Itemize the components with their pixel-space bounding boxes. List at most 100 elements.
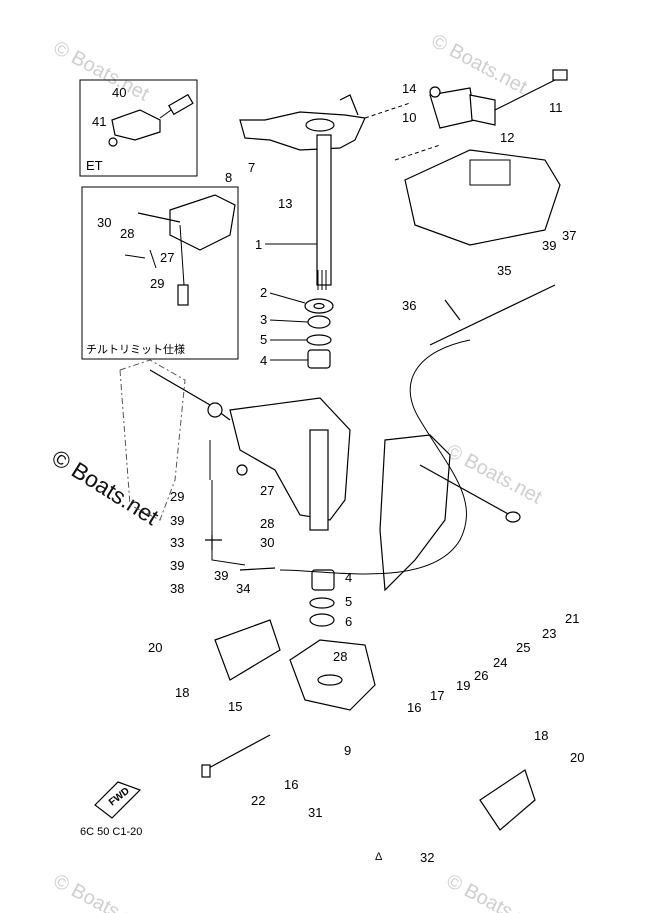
footer-mark: Δ bbox=[375, 851, 383, 863]
callout-28: 28 bbox=[120, 226, 134, 241]
bolt-14 bbox=[429, 86, 441, 98]
callout-18b: 18 bbox=[534, 728, 548, 743]
arm-dash-2 bbox=[394, 144, 441, 161]
watermark-top-left: © Boats.net bbox=[50, 37, 153, 106]
fwd-arrow-shape bbox=[94, 781, 142, 819]
bolt-22 bbox=[204, 734, 271, 771]
inset-et: ET bbox=[79, 79, 198, 177]
footer-page: 32 bbox=[420, 850, 434, 865]
callout-35: 35 bbox=[497, 263, 511, 278]
callout-38: 38 bbox=[170, 581, 184, 596]
callout-16b: 16 bbox=[284, 777, 298, 792]
bolt-11-head bbox=[552, 69, 568, 81]
engine-base-pocket bbox=[469, 159, 511, 186]
callout-6: 6 bbox=[345, 614, 352, 629]
tilt-tube-right bbox=[419, 464, 511, 516]
callout-11: 11 bbox=[549, 100, 563, 115]
callout-5: 5 bbox=[260, 332, 267, 347]
bushing-4 bbox=[307, 349, 331, 369]
swivel-bracket-body bbox=[229, 397, 351, 521]
hose-34 bbox=[239, 567, 276, 571]
washer-2-hole bbox=[313, 302, 325, 310]
callout-16: 16 bbox=[407, 700, 421, 715]
callout-22: 22 bbox=[251, 793, 265, 808]
inset-tilt-caption: チルトリミット仕様 bbox=[86, 342, 185, 356]
steering-shaft bbox=[316, 134, 332, 290]
oring-5 bbox=[306, 334, 332, 346]
callout-29: 29 bbox=[150, 276, 164, 291]
tilt-tube-right-end bbox=[505, 511, 521, 523]
callout-37: 37 bbox=[562, 228, 576, 243]
callout-18: 18 bbox=[175, 685, 189, 700]
steering-arm-group bbox=[239, 94, 441, 161]
clamp-36 bbox=[444, 299, 461, 321]
bolt-11 bbox=[494, 74, 566, 111]
washer-6 bbox=[309, 613, 335, 627]
callout-9: 9 bbox=[344, 743, 351, 758]
callout-40: 40 bbox=[112, 85, 126, 100]
callout-39: 39 bbox=[542, 238, 556, 253]
footer-code: 6C 50 C1-20 bbox=[80, 826, 142, 838]
clamp-bracket-left bbox=[119, 359, 186, 521]
bushing-4-lower bbox=[311, 569, 335, 591]
clamp-bracket-right bbox=[379, 434, 521, 592]
callout-24: 24 bbox=[493, 655, 507, 670]
callout-27: 27 bbox=[160, 250, 174, 265]
inset-tilt-sleeve bbox=[177, 284, 189, 306]
callout-33: 33 bbox=[170, 535, 184, 550]
callout-25: 25 bbox=[516, 640, 530, 655]
callout-29b: 29 bbox=[170, 489, 184, 504]
inset-et-frame bbox=[79, 79, 198, 177]
callout-39c: 39 bbox=[170, 558, 184, 573]
arm-dash-1 bbox=[364, 102, 411, 119]
swivel-bracket bbox=[149, 369, 351, 531]
mount-rubber-18-right bbox=[479, 769, 536, 831]
inset-tilt-bracket bbox=[169, 194, 236, 251]
callout-14: 14 bbox=[402, 81, 416, 96]
callout-1: 1 bbox=[255, 237, 262, 252]
watermark-main: © Boats.net bbox=[47, 444, 163, 530]
engine-base-body bbox=[404, 149, 561, 246]
steering-arm-tab bbox=[339, 94, 359, 116]
spring-part bbox=[168, 93, 194, 116]
cable-35 bbox=[429, 284, 556, 346]
callout-10: 10 bbox=[402, 110, 416, 125]
steering-arm bbox=[239, 111, 366, 151]
callout-27b: 27 bbox=[260, 483, 274, 498]
mount-rubber-18 bbox=[214, 619, 281, 681]
callout-28c: 28 bbox=[333, 649, 347, 664]
inset-et-tag: ET bbox=[86, 158, 103, 173]
cable-path bbox=[279, 339, 471, 575]
callout-8: 8 bbox=[225, 170, 232, 185]
callout-5b: 5 bbox=[345, 594, 352, 609]
engine-base bbox=[404, 69, 568, 246]
tilt-tube-end bbox=[207, 402, 223, 418]
inset-tilt-pin bbox=[137, 212, 181, 223]
clamp-bracket-right-body bbox=[379, 434, 451, 592]
callout-28b: 28 bbox=[260, 516, 274, 531]
callout-3: 3 bbox=[260, 312, 267, 327]
callout-21: 21 bbox=[565, 611, 579, 626]
callout-39d: 39 bbox=[214, 568, 228, 583]
callout-4b: 4 bbox=[345, 570, 352, 585]
inset-tilt-limit: チルトリミット仕様 bbox=[81, 186, 239, 360]
bolt-22-head bbox=[201, 764, 211, 778]
callouts: 1 2 3 5 4 7 8 13 14 10 11 12 40 41 30 28… bbox=[92, 81, 584, 820]
fwd-arrow: FWD bbox=[94, 781, 142, 819]
switch-27 bbox=[236, 464, 248, 476]
watermark-mid-right: © Boats.net bbox=[443, 440, 546, 509]
callout-15: 15 bbox=[228, 699, 242, 714]
bracket-part bbox=[111, 109, 161, 141]
watermark-bottom-right: © Boats.net bbox=[443, 870, 546, 913]
lower-mount bbox=[201, 569, 536, 831]
callout-23: 23 bbox=[542, 626, 556, 641]
callout-30: 30 bbox=[97, 215, 111, 230]
callout-19: 19 bbox=[456, 678, 470, 693]
lower-mount-bore bbox=[317, 674, 343, 686]
callout-26: 26 bbox=[474, 668, 488, 683]
callout-20b: 20 bbox=[570, 750, 584, 765]
steering-arm-hub bbox=[305, 118, 335, 132]
callout-2: 2 bbox=[260, 285, 267, 300]
plate-12 bbox=[469, 94, 496, 126]
